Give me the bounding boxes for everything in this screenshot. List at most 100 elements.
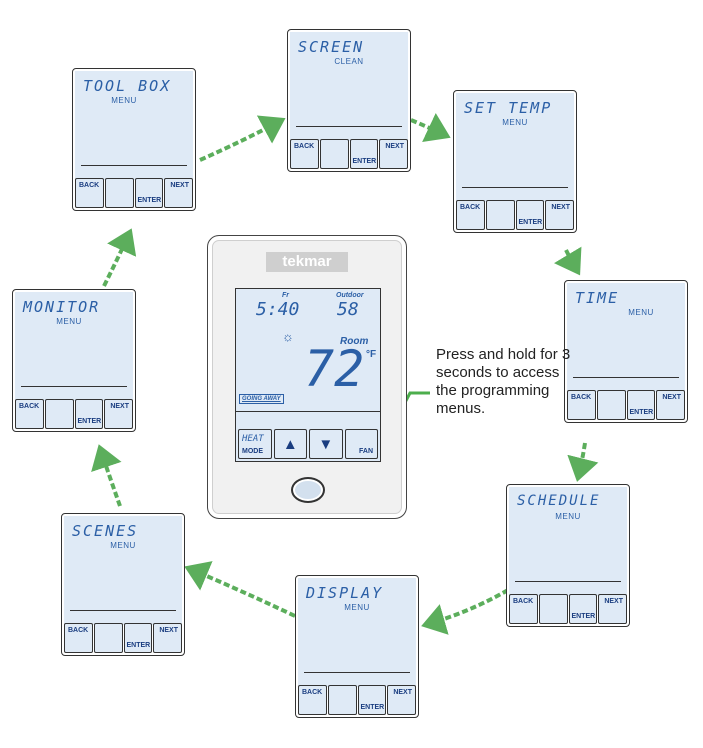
back-button[interactable]: BACK xyxy=(509,594,538,624)
blank-button[interactable] xyxy=(485,200,515,230)
next-button[interactable]: NEXT xyxy=(545,200,574,230)
enter-button[interactable]: ENTER xyxy=(626,390,656,420)
sun-icon: ☼ xyxy=(282,329,294,344)
screen-divider xyxy=(515,581,621,582)
menu-set-temp-panel: SET TEMP MENU BACK ENTER NEXT xyxy=(453,90,577,233)
lcd-screen: SET TEMP MENU xyxy=(456,93,574,202)
next-button[interactable]: NEXT xyxy=(656,390,685,420)
back-button[interactable]: BACK xyxy=(567,390,596,420)
menu-subtitle: MENU xyxy=(502,118,528,127)
next-button[interactable]: NEXT xyxy=(379,139,408,169)
menu-schedule-panel: SCHEDULE MENU BACK ENTER NEXT xyxy=(506,484,630,627)
menu-tool-box-panel: TOOL BOX MENU BACK ENTER NEXT xyxy=(72,68,196,211)
menu-subtitle: MENU xyxy=(56,317,82,326)
down-arrow-icon: ▼ xyxy=(318,435,334,453)
screen-divider xyxy=(21,386,127,387)
back-button[interactable]: BACK xyxy=(64,623,93,653)
mode-value: HEAT xyxy=(242,434,264,444)
going-away-status: GOING AWAY xyxy=(239,394,284,404)
clock-readout: 5:40 xyxy=(256,299,300,320)
instruction-callout: Press and hold for 3 seconds to access t… xyxy=(436,346,571,417)
menu-scenes-panel: SCENES MENU BACK ENTER NEXT xyxy=(61,513,185,656)
back-button[interactable]: BACK xyxy=(15,399,44,429)
menu-title: SCENES xyxy=(72,522,139,540)
lcd-screen: SCHEDULE MENU xyxy=(509,487,627,596)
menu-title: DISPLAY xyxy=(306,584,384,602)
lcd-screen: SCENES MENU xyxy=(64,516,182,625)
up-arrow-icon: ▲ xyxy=(282,435,298,453)
enter-button[interactable]: ENTER xyxy=(349,139,379,169)
next-button[interactable]: NEXT xyxy=(598,594,627,624)
room-temp-readout: 72 xyxy=(304,340,365,398)
thermostat-device: tekmar Fr 5:40 Outdoor 58 ☼ Room 72 °F G… xyxy=(207,235,407,519)
down-button[interactable]: ▼ xyxy=(309,429,343,459)
back-button[interactable]: BACK xyxy=(456,200,485,230)
blank-button[interactable] xyxy=(327,685,357,715)
blank-button[interactable] xyxy=(93,623,123,653)
blank-button[interactable] xyxy=(44,399,74,429)
menu-title: MONITOR xyxy=(23,298,101,316)
screen-divider xyxy=(70,610,176,611)
screen-divider xyxy=(462,187,568,188)
connector-monitor-toolbox xyxy=(102,228,137,287)
menu-time-panel: TIME MENU BACK ENTER NEXT xyxy=(564,280,688,423)
back-button[interactable]: BACK xyxy=(75,178,104,208)
lcd-screen: TIME MENU xyxy=(567,283,685,392)
back-button[interactable]: BACK xyxy=(290,139,319,169)
menu-title: SET TEMP xyxy=(464,99,553,117)
connector-toolbox-screen xyxy=(199,115,286,162)
menu-subtitle: MENU xyxy=(111,96,137,105)
temp-unit: °F xyxy=(366,349,377,360)
enter-button[interactable]: ENTER xyxy=(134,178,164,208)
next-button[interactable]: NEXT xyxy=(104,399,133,429)
screen-divider xyxy=(573,377,679,378)
menu-subtitle: MENU xyxy=(344,603,370,612)
next-button[interactable]: NEXT xyxy=(164,178,193,208)
enter-button[interactable]: ENTER xyxy=(74,399,104,429)
outdoor-label: Outdoor xyxy=(336,292,364,299)
screen-divider xyxy=(296,126,402,127)
screen-divider xyxy=(236,411,380,412)
enter-button[interactable]: ENTER xyxy=(357,685,387,715)
blank-button[interactable] xyxy=(596,390,626,420)
menu-monitor-panel: MONITOR MENU BACK ENTER NEXT xyxy=(12,289,136,432)
blank-button[interactable] xyxy=(538,594,568,624)
menu-subtitle: MENU xyxy=(110,541,136,550)
enter-button[interactable]: ENTER xyxy=(515,200,545,230)
screen-divider xyxy=(81,165,187,166)
screen-divider xyxy=(304,672,410,673)
menu-title: SCHEDULE xyxy=(517,493,601,509)
connector-settemp-time xyxy=(553,246,582,276)
connector-time-schedule xyxy=(567,442,599,482)
next-button[interactable]: NEXT xyxy=(387,685,416,715)
enter-button[interactable]: ENTER xyxy=(568,594,598,624)
lcd-screen: SCREEN CLEAN xyxy=(290,32,408,141)
program-round-button[interactable] xyxy=(291,477,325,503)
menu-screen-clean-panel: SCREEN CLEAN BACK ENTER NEXT xyxy=(287,29,411,172)
up-button[interactable]: ▲ xyxy=(273,429,307,459)
connector-display-scenes xyxy=(184,561,296,618)
brand-logo: tekmar xyxy=(266,252,348,272)
menu-title: TOOL BOX xyxy=(83,77,172,95)
blank-button[interactable] xyxy=(319,139,349,169)
menu-title: SCREEN xyxy=(298,38,365,56)
outdoor-temp-readout: 58 xyxy=(337,299,359,320)
menu-title: TIME xyxy=(575,289,620,307)
fan-button[interactable]: FAN xyxy=(344,429,378,459)
mode-label: MODE xyxy=(242,448,263,455)
lcd-screen: DISPLAY MENU xyxy=(298,578,416,687)
menu-subtitle: CLEAN xyxy=(334,57,364,66)
blank-button[interactable] xyxy=(104,178,134,208)
lcd-screen: MONITOR MENU xyxy=(15,292,133,401)
connector-schedule-display xyxy=(421,588,510,635)
mode-button[interactable]: HEAT MODE xyxy=(238,429,272,459)
menu-subtitle: MENU xyxy=(555,512,581,521)
enter-button[interactable]: ENTER xyxy=(123,623,153,653)
connector-scenes-monitor xyxy=(91,444,122,507)
back-button[interactable]: BACK xyxy=(298,685,327,715)
day-label: Fr xyxy=(282,292,289,299)
next-button[interactable]: NEXT xyxy=(153,623,182,653)
connector-screen-settemp xyxy=(410,113,451,142)
menu-display-panel: DISPLAY MENU BACK ENTER NEXT xyxy=(295,575,419,718)
